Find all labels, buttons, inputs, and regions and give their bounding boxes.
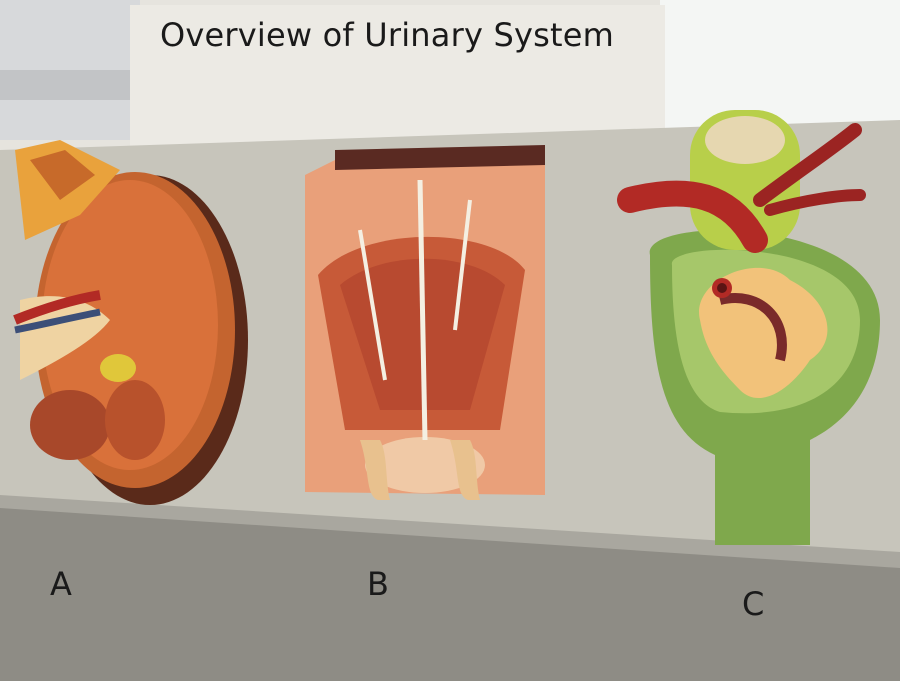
renal-pyramid-model <box>305 145 545 500</box>
renal-corpuscle-model <box>617 110 880 546</box>
model-label-a: A <box>50 565 72 603</box>
model-label-b: B <box>367 565 389 603</box>
kidney-model <box>13 140 248 505</box>
photo-title: Overview of Urinary System <box>160 16 614 54</box>
model-label-c: C <box>742 585 765 623</box>
